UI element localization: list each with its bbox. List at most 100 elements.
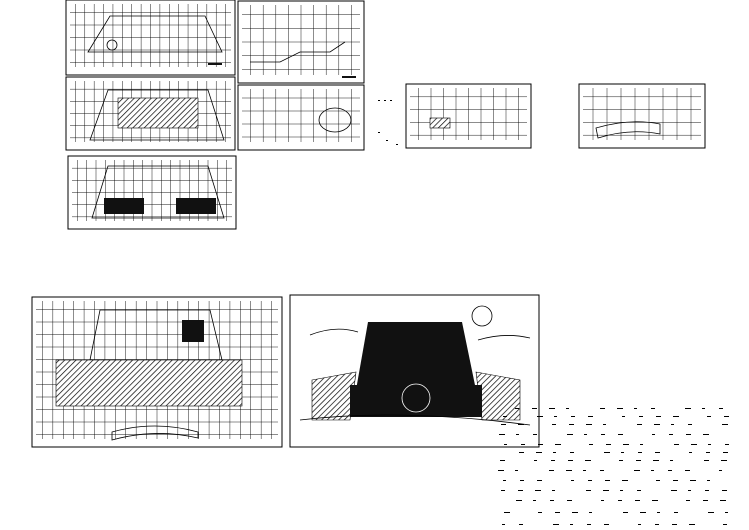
drawing-8-dark-block [182,320,204,342]
notes-text-mark [498,470,504,471]
notes-text-mark [504,512,510,513]
notes-text-mark [516,434,519,435]
notes-text-mark [689,452,692,453]
notes-text-mark [636,460,641,461]
notes-text-mark [674,512,678,513]
notes-text-mark [722,424,728,425]
notes-text-mark [656,480,660,481]
drawing-1-floor-plan [65,0,236,76]
notes-text-mark [519,524,523,525]
notes-text-mark [688,424,692,425]
notes-text-mark [673,480,678,481]
notes-text-mark [600,470,604,471]
notes-text-mark [600,408,605,409]
notes-text-mark [657,512,660,513]
notes-text-mark [520,480,524,481]
notes-text-mark [652,500,658,501]
notes-text-mark [640,512,646,513]
notes-text-mark [504,444,507,445]
notes-text-mark [588,416,593,417]
notes-text-mark [552,424,556,425]
notes-text-mark [703,434,709,435]
notes-text-mark [620,490,623,491]
notes-text-mark [656,416,661,417]
notes-text-mark [704,460,709,461]
notes-text-mark [533,434,537,435]
notes-text-mark [606,444,611,445]
notes-text-mark [518,424,524,425]
drawing-6-grid [583,88,701,140]
notes-text-mark [502,524,505,525]
notes-text-mark [722,490,727,491]
notes-text-mark [501,490,505,491]
notes-text-mark [622,480,628,481]
notes-text-mark [570,524,573,525]
notes-text-mark [634,470,640,471]
notes-text-mark [688,490,691,491]
notes-text-mark [691,444,697,445]
notes-text-mark [586,490,591,491]
notes-text-mark [720,500,726,501]
notes-text-mark [725,444,729,445]
notes-text-mark [655,524,659,525]
notes-text-mark [603,424,606,425]
notes-text-mark [567,500,572,501]
notes-text-mark [640,444,643,445]
notes-text-mark [569,424,574,425]
notes-text-mark [702,408,705,409]
notes-text-mark [534,460,537,461]
notes-text-mark [549,408,555,409]
notes-text-mark [604,524,609,525]
notes-text-mark [553,452,556,453]
notes-text-mark [672,524,677,525]
notes-text-mark [707,416,711,417]
drawing-9-site-plan [289,294,540,448]
notes-text-mark [583,470,586,471]
notes-text-mark [553,524,559,525]
notes-text-mark [706,452,710,453]
notes-text-mark [552,490,555,491]
notes-text-mark [601,434,605,435]
notes-text-mark [671,490,677,491]
drawing-4-elevation-detail [237,84,365,151]
notes-text-mark [725,512,728,513]
drawing-9-roundabout [401,383,431,413]
notes-text-mark [638,524,641,525]
notes-text-mark [637,490,641,491]
notes-text-mark [500,460,505,461]
drawing-4-curved-feature [318,107,352,133]
notes-text-mark [549,470,554,471]
notes-text-mark [519,452,524,453]
notes-text-mark [686,434,691,435]
notes-text-mark [568,460,573,461]
notes-text-mark [554,416,557,417]
drawing-6-curved-band [595,121,661,139]
notes-text-mark [618,500,622,501]
notes-text-mark [674,444,679,445]
notes-text-mark [634,408,637,409]
notes-text-mark [623,512,628,513]
general-notes-table [498,408,729,525]
notes-text-mark [533,500,536,501]
notes-text-mark [555,512,560,513]
notes-text-mark [721,460,727,461]
notes-text-mark [572,512,578,513]
notes-text-mark [503,480,506,481]
notes-text-mark [723,524,727,525]
notes-text-mark [535,490,541,491]
drawing-3-hatched-zone [117,97,199,129]
notes-text-mark [690,480,696,481]
notes-text-mark [538,512,542,513]
drawing-7-dark-zone-left [104,198,144,214]
notes-text-mark [652,434,655,435]
drawing-8-hatched-plan [31,296,283,448]
notes-text-mark [653,460,659,461]
notes-text-mark [669,434,673,435]
notes-text-mark [585,460,591,461]
drawing-3-floor-plan [65,76,236,151]
notes-text-mark [703,500,708,501]
notes-text-mark [604,452,610,453]
notes-text-mark [619,460,623,461]
notes-text-mark [551,460,555,461]
notes-text-mark [589,512,592,513]
